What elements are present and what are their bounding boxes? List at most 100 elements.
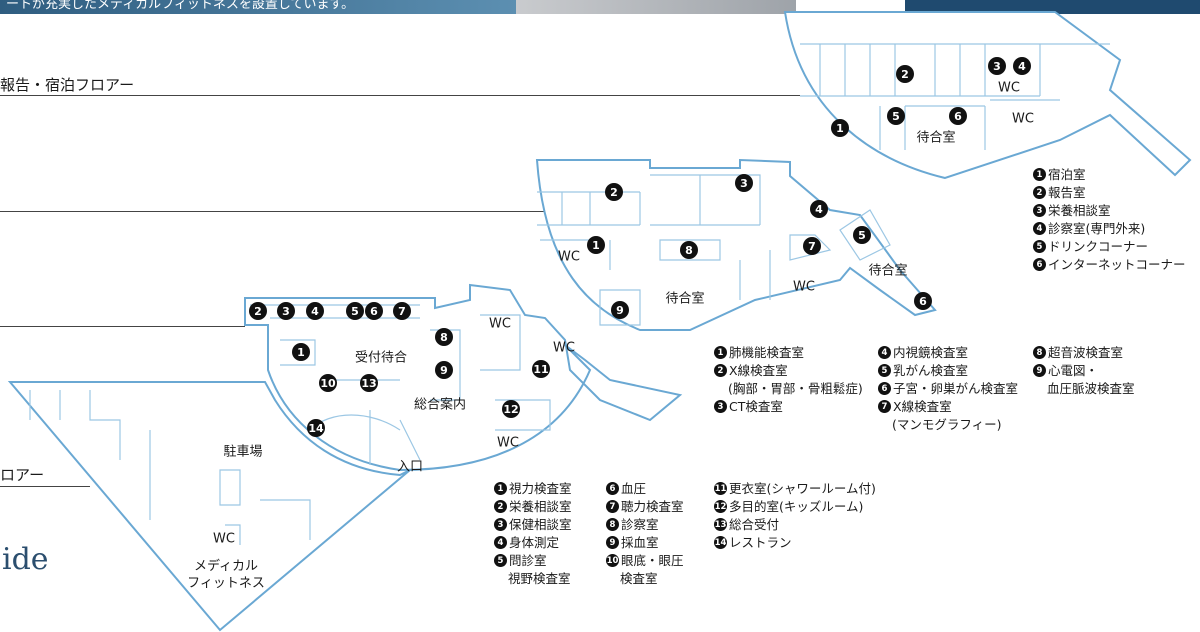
banner-caption: ートが充実したメディカルフィットネスを設置しています。 (6, 0, 355, 12)
legend-num: 2 (714, 364, 727, 377)
room-wc-low-2: WC (553, 340, 575, 356)
legend-text: 血圧 (621, 481, 647, 496)
legend-text: 問診室 (509, 553, 547, 568)
legend-text: 子宮・卵巣がん検査室 (893, 381, 1019, 396)
legend-num: 12 (714, 500, 727, 513)
marker-mid-1: 1 (587, 236, 605, 254)
legend-num: 4 (1033, 222, 1046, 235)
legend-text: X線検査室 (729, 363, 788, 378)
room-wc-low-3: WC (497, 435, 519, 451)
floor-line-top (0, 95, 800, 96)
floor-plan-middle (535, 158, 937, 331)
marker-mid-7: 7 (803, 237, 821, 255)
legend-text: X線検査室 (893, 399, 952, 414)
legend-text: 保健相談室 (509, 517, 572, 532)
legend-text: 乳がん検査室 (893, 363, 969, 378)
legend-num: 3 (494, 518, 507, 531)
room-waiting-mid-1: 待合室 (665, 291, 705, 307)
marker-low-10: 10 (319, 374, 337, 392)
floor-label-top: 報告・宿泊フロアー (0, 76, 135, 94)
legend-num: 1 (494, 482, 507, 495)
legend-text: 心電図・ (1048, 363, 1099, 378)
legend-text: 診察室 (621, 517, 659, 532)
legend-num: 4 (494, 536, 507, 549)
legend-num: 11 (714, 482, 727, 495)
brand-fragment: ide (2, 542, 49, 577)
marker-mid-4: 4 (810, 200, 828, 218)
legend-low-10-sub: 検査室 (620, 571, 658, 586)
legend-num: 5 (1033, 240, 1046, 253)
legend-text: 宿泊室 (1048, 167, 1086, 182)
legend-text: 栄養相談室 (509, 499, 572, 514)
marker-low-3: 3 (277, 302, 295, 320)
legend-text: 超音波検査室 (1048, 345, 1124, 360)
legend-text: 診察室(専門外来) (1048, 221, 1146, 236)
legend-text: 総合受付 (729, 517, 780, 532)
marker-mid-8: 8 (680, 241, 698, 259)
marker-mid-6: 6 (914, 292, 932, 310)
marker-low-2: 2 (249, 302, 267, 320)
legend-num: 6 (1033, 258, 1046, 271)
marker-mid-5: 5 (853, 226, 871, 244)
legend-text: 更衣室(シャワールーム付) (729, 481, 876, 496)
legend-text: CT検査室 (729, 399, 783, 414)
room-entrance: 入口 (396, 459, 424, 475)
floor-plan-top (783, 11, 1192, 180)
legend-num: 3 (714, 400, 727, 413)
legend-num: 9 (606, 536, 619, 549)
legend-mid-2-sub: (胸部・胃部・骨粗鬆症) (728, 381, 863, 396)
legend-low-5-sub: 視野検査室 (508, 571, 571, 586)
room-info: 総合案内 (413, 397, 467, 413)
legend-num: 2 (1033, 186, 1046, 199)
legend-mid-9-sub: 血圧脈波検査室 (1047, 381, 1135, 396)
legend-num: 7 (606, 500, 619, 513)
legend-text: 栄養相談室 (1048, 203, 1111, 218)
legend-text: 報告室 (1048, 185, 1086, 200)
room-medical-fitness: メディカル フィットネス (187, 559, 265, 591)
marker-top-5: 5 (887, 107, 905, 125)
legend-num: 9 (1033, 364, 1046, 377)
marker-top-2: 2 (896, 65, 914, 83)
floor-line-2 (0, 211, 545, 212)
legend-text: インターネットコーナー (1048, 257, 1186, 272)
banner-photo-middle (516, 0, 796, 14)
legend-text: 聴力検査室 (621, 499, 684, 514)
legend-num: 5 (878, 364, 891, 377)
marker-top-3: 3 (988, 57, 1006, 75)
legend-num: 2 (494, 500, 507, 513)
marker-low-4: 4 (306, 302, 324, 320)
room-wc-top-2: WC (1012, 111, 1034, 127)
legend-num: 8 (1033, 346, 1046, 359)
marker-low-9: 9 (435, 361, 453, 379)
legend-num: 8 (606, 518, 619, 531)
marker-mid-9: 9 (611, 301, 629, 319)
legend-text: 多目的室(キッズルーム) (729, 499, 864, 514)
room-waiting-top: 待合室 (916, 130, 956, 146)
room-waiting-mid-2: 待合室 (868, 263, 908, 279)
